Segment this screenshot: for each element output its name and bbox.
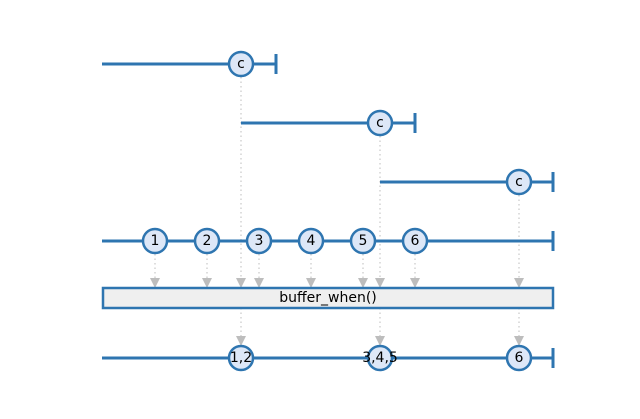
arrowhead — [375, 336, 385, 346]
closing-stream-1: c — [102, 50, 278, 78]
source-stream: 1 2 3 4 5 6 — [102, 227, 555, 255]
source-marble: 6 — [401, 227, 429, 255]
result-marble: 3,4,5 — [362, 344, 398, 372]
closing-marble: c — [366, 109, 394, 137]
marble-label: 3,4,5 — [362, 350, 398, 366]
marble-label: c — [515, 174, 523, 190]
arrowhead — [306, 278, 316, 288]
operator-box: buffer_when() — [101, 286, 555, 310]
arrowhead — [358, 278, 368, 288]
source-marble: 2 — [193, 227, 221, 255]
marble-label: 6 — [515, 350, 524, 366]
arrowhead — [410, 278, 420, 288]
result-marble: 1,2 — [227, 344, 255, 372]
arrowhead — [236, 336, 246, 346]
marble-label: c — [237, 56, 245, 72]
source-marble: 5 — [349, 227, 377, 255]
guide-arrowheads — [150, 278, 524, 346]
source-marble: 1 — [141, 227, 169, 255]
arrowhead — [254, 278, 264, 288]
result-stream: 1,2 3,4,5 6 — [102, 344, 555, 372]
arrowhead — [375, 278, 385, 288]
operator-rect — [101, 286, 555, 310]
marble-label: c — [376, 115, 384, 131]
arrowhead — [150, 278, 160, 288]
marble-label: 1,2 — [230, 350, 252, 366]
marble-label: 5 — [359, 233, 368, 249]
marble-label: 3 — [255, 233, 264, 249]
closing-marble: c — [227, 50, 255, 78]
arrowhead — [514, 278, 524, 288]
operator-label: buffer_when() — [279, 290, 377, 306]
marble-label: 2 — [203, 233, 212, 249]
closing-stream-3: c — [380, 168, 555, 196]
marble-label: 1 — [151, 233, 160, 249]
arrowhead — [514, 336, 524, 346]
closing-marble: c — [505, 168, 533, 196]
marble-label: 4 — [307, 233, 316, 249]
result-marble: 6 — [505, 344, 533, 372]
marble-label: 6 — [411, 233, 420, 249]
source-marble: 3 — [245, 227, 273, 255]
arrowhead — [202, 278, 212, 288]
guide-lines — [154, 77, 520, 338]
closing-stream-2: c — [241, 109, 417, 137]
arrowhead — [236, 278, 246, 288]
source-marble: 4 — [297, 227, 325, 255]
